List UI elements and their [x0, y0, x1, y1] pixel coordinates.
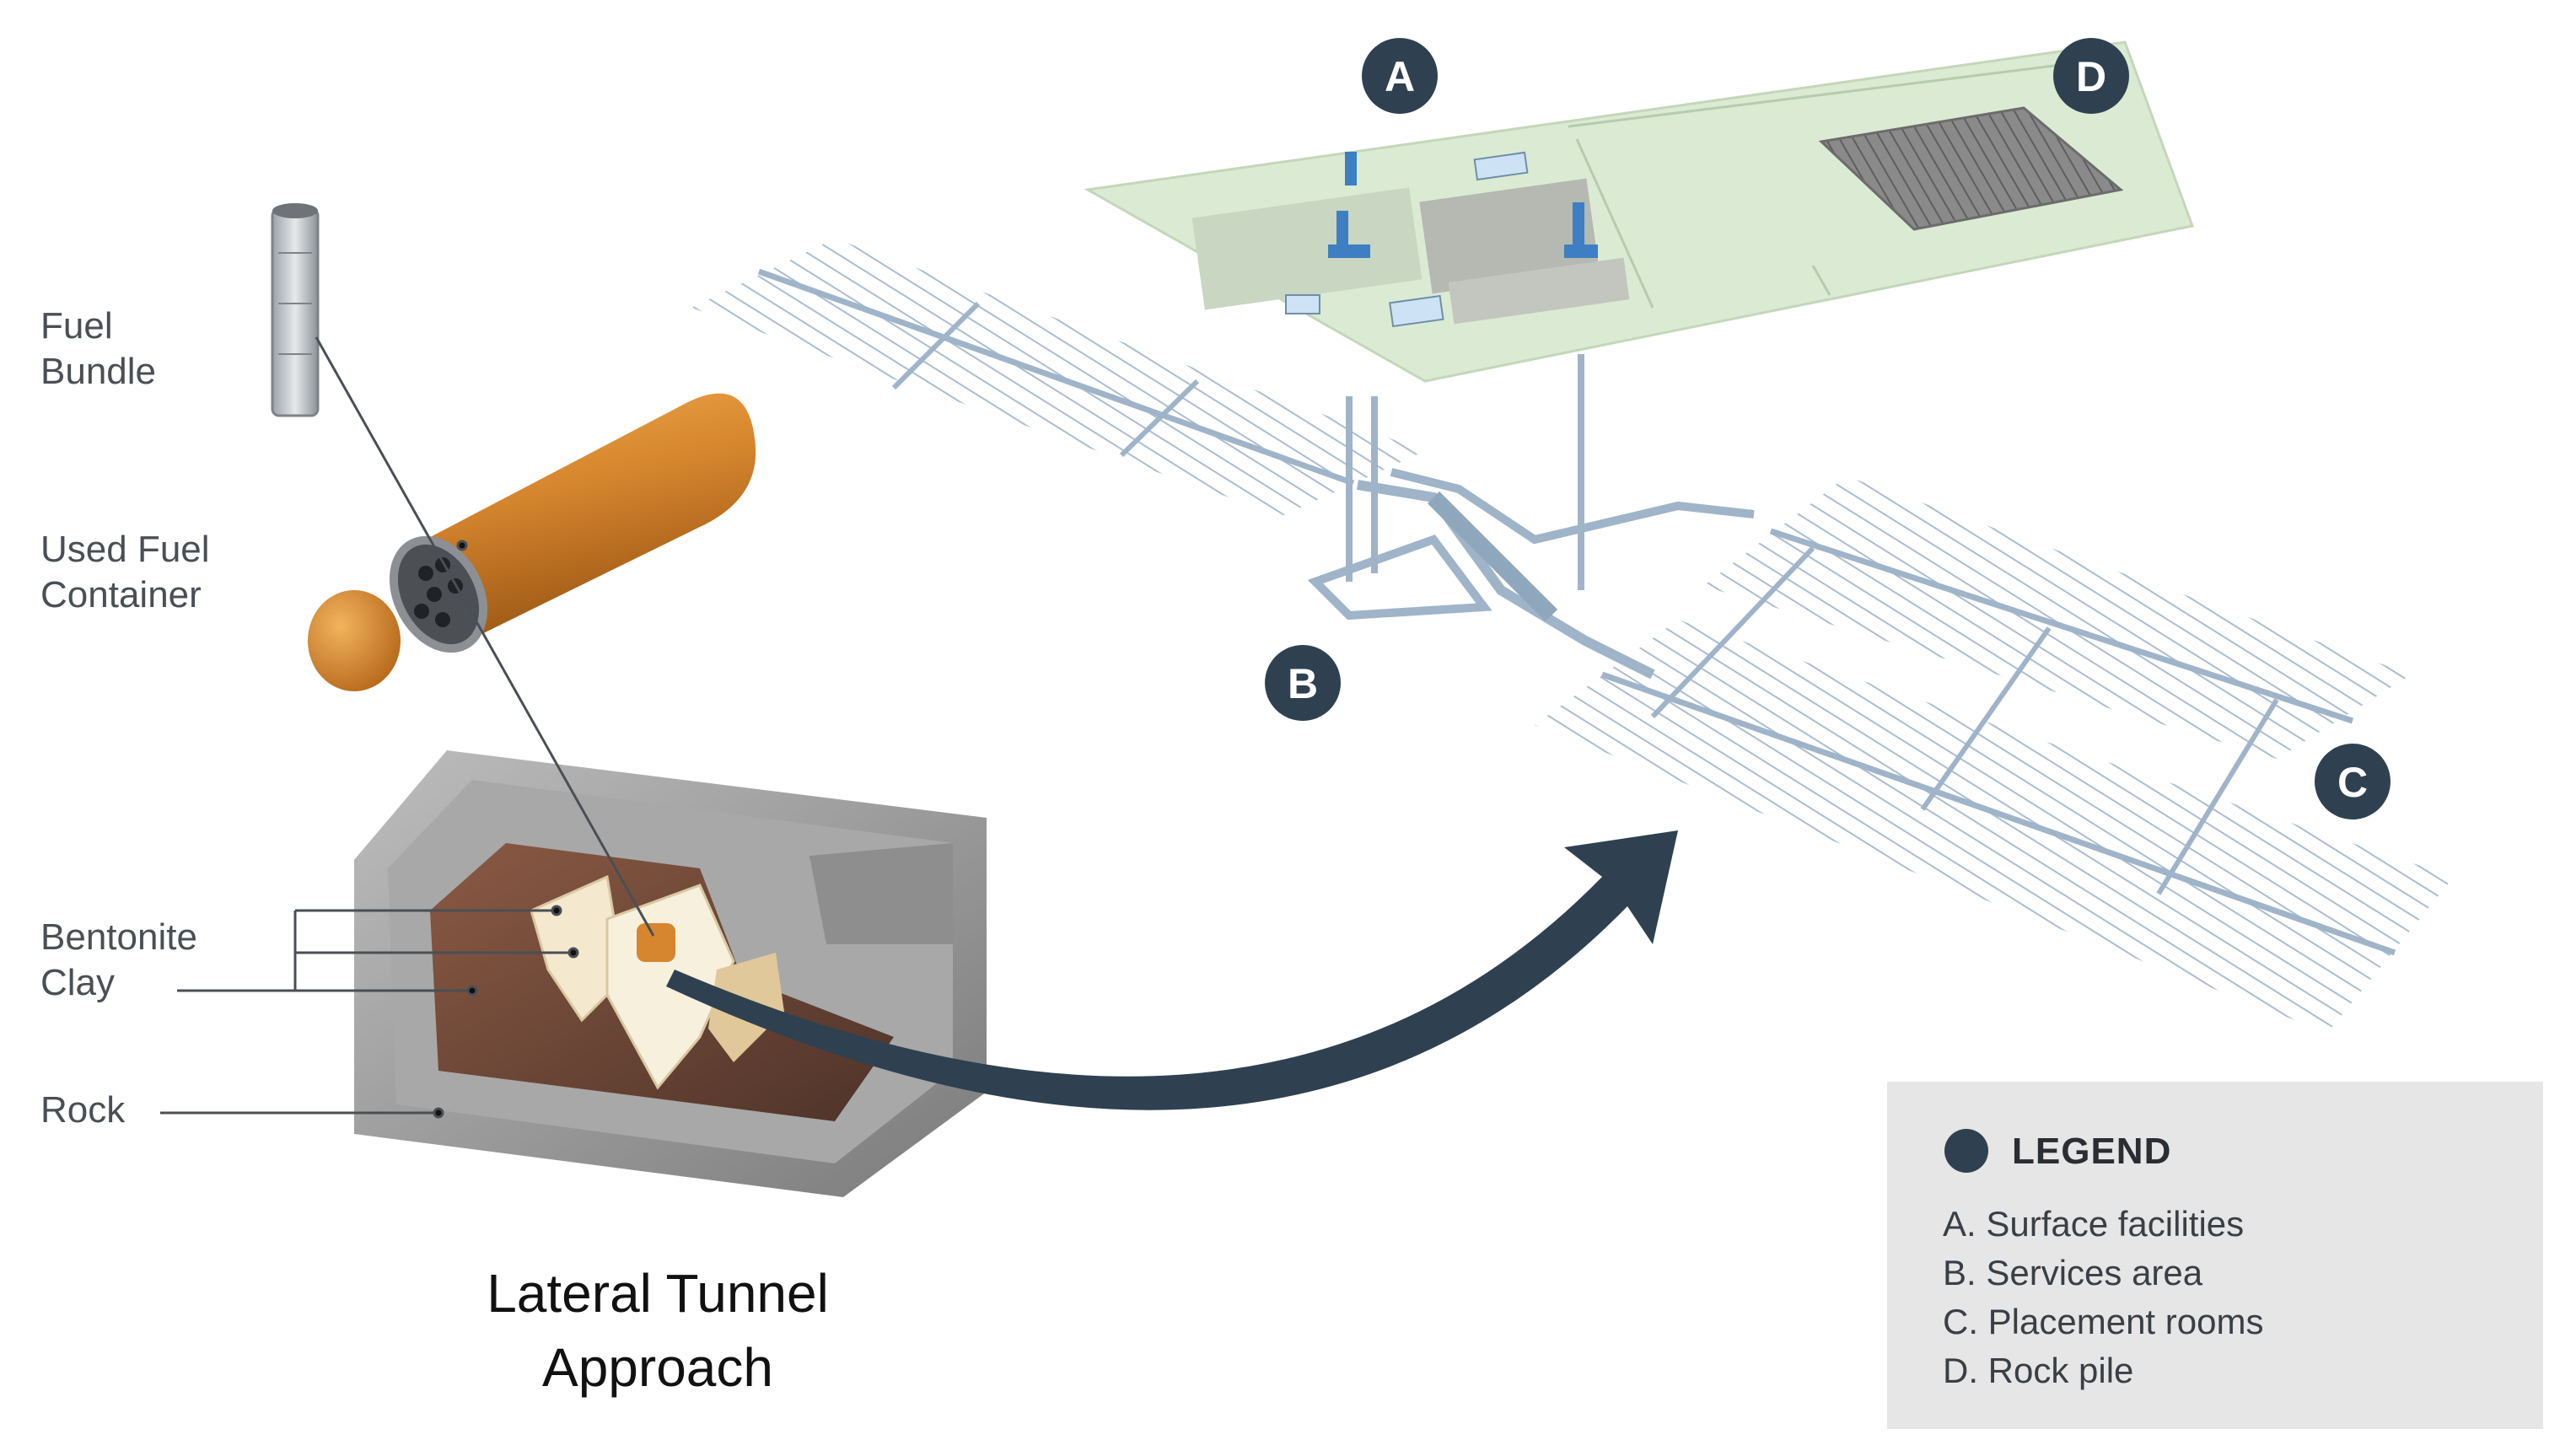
legend-item: D. Rock pile — [1943, 1351, 2134, 1390]
placement-rooms-southeast — [1535, 476, 2454, 1033]
legend-marker-icon — [1944, 1129, 1988, 1173]
legend-item: C. Placement rooms — [1943, 1302, 2264, 1341]
rock-pile — [1818, 106, 2124, 231]
callout-leader-lines — [160, 336, 655, 1119]
tunnel-cutaway-illustration — [354, 750, 987, 1197]
marker-a: A — [1362, 38, 1438, 114]
rock-label: Rock — [40, 1089, 126, 1131]
marker-b: B — [1265, 645, 1341, 721]
bentonite-clay-label: Bentonite Clay — [40, 916, 197, 1003]
used-fuel-container-illustration — [308, 393, 756, 691]
marker-d-label: D — [2076, 53, 2106, 100]
fuel-bundle-illustration — [271, 203, 320, 417]
legend-title: LEGEND — [2012, 1131, 2172, 1172]
legend-list: A. Surface facilities B. Services area C… — [1943, 1200, 2263, 1395]
legend-item: A. Surface facilities — [1943, 1204, 2245, 1244]
surface-facilities-site — [1084, 40, 2195, 383]
marker-c-label: C — [2337, 759, 2368, 806]
marker-b-label: B — [1288, 660, 1318, 707]
marker-d: D — [2053, 38, 2129, 114]
used-fuel-container-label: Used Fuel Container — [40, 529, 210, 615]
tunnel-caption-line-2: Approach — [542, 1337, 773, 1398]
transfer-arrow — [666, 830, 1678, 1110]
fuel-bundle-label: Fuel Bundle — [40, 305, 157, 392]
marker-a-label: A — [1385, 53, 1415, 100]
tunnel-caption: Lateral Tunnel Approach — [396, 1256, 919, 1405]
placement-rooms-northwest — [691, 239, 1425, 516]
access-tunnels — [1307, 354, 1755, 680]
tunnel-caption-line-1: Lateral Tunnel — [487, 1263, 829, 1324]
marker-c: C — [2315, 744, 2391, 819]
legend-item: B. Services area — [1943, 1253, 2203, 1292]
legend: LEGEND A. Surface facilities B. Services… — [1887, 1082, 2543, 1429]
